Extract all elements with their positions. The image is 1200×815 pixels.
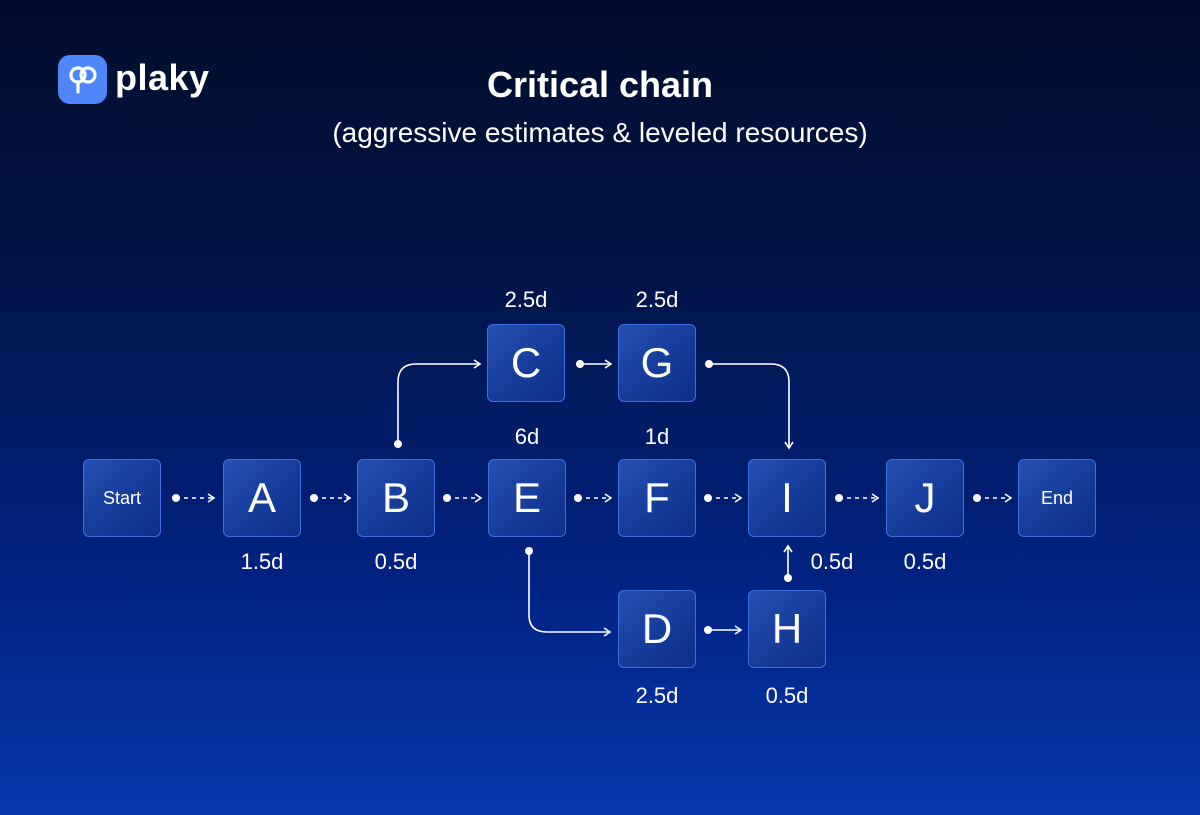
brand-logo: plaky [58, 55, 210, 104]
duration-c: 2.5d [504, 287, 548, 312]
duration-d: 2.5d [635, 683, 679, 708]
node-end: End [1018, 459, 1096, 537]
duration-g: 2.5d [635, 287, 679, 312]
node-start: Start [83, 459, 161, 537]
duration-j: 0.5d [903, 549, 947, 574]
plaky-logo-icon [58, 55, 107, 104]
node-a: A [223, 459, 301, 537]
diagram-title: Critical chain [486, 64, 714, 105]
node-b: B [357, 459, 435, 537]
edge-g-i [709, 363, 794, 450]
duration-h: 0.5d [765, 683, 809, 708]
node-f: F [618, 459, 696, 537]
edge-e-d [528, 551, 612, 637]
node-j: J [886, 459, 964, 537]
node-h: H [748, 590, 826, 668]
node-d: D [618, 590, 696, 668]
node-c: C [487, 324, 565, 402]
duration-i: 0.5d [810, 549, 854, 574]
duration-a: 1.5d [240, 549, 284, 574]
brand-name: plaky [115, 56, 210, 98]
diagram-subtitle: (aggressive estimates & leveled resource… [332, 117, 868, 148]
duration-e: 6d [514, 424, 540, 449]
edge-b-c [397, 359, 482, 444]
duration-b: 0.5d [374, 549, 418, 574]
node-e: E [488, 459, 566, 537]
duration-f: 1d [644, 424, 670, 449]
node-i: I [748, 459, 826, 537]
node-g: G [618, 324, 696, 402]
